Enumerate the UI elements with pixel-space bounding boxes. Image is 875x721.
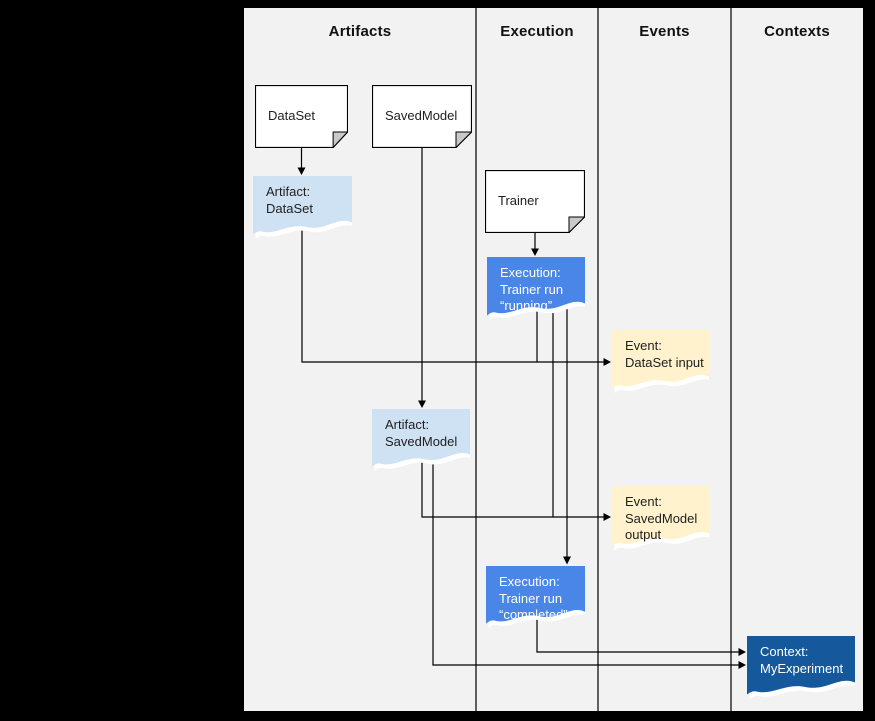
arrowhead-right — [738, 661, 746, 669]
flag-shape-icon — [372, 409, 470, 472]
arrowhead-down — [418, 400, 426, 408]
node-artifact-savedmodel: Artifact:SavedModel — [372, 409, 470, 474]
node-label: Event:DataSet input — [625, 338, 704, 370]
flag-shape-icon — [487, 257, 585, 320]
arrowhead-down — [297, 167, 306, 175]
node-savedmodel: SavedModel — [372, 85, 472, 148]
arrowhead-right — [738, 648, 746, 656]
node-label: Context:MyExperiment — [760, 644, 844, 676]
column-header-events: Events — [639, 22, 690, 40]
column-header-artifacts: Artifacts — [328, 22, 392, 40]
node-label: DataSet — [268, 107, 315, 123]
flag-shape-icon — [612, 330, 709, 393]
node-event-dataset-input: Event:DataSet input — [612, 330, 709, 396]
column-header-contexts: Contexts — [764, 22, 830, 40]
node-context-myexperiment: Context:MyExperiment — [747, 636, 855, 702]
document-shape-icon — [372, 85, 472, 148]
flag-shape-icon — [612, 486, 709, 551]
node-dataset: DataSet — [255, 85, 348, 148]
edge-artifact-savedmodel-to-event-output — [421, 456, 604, 518]
node-label: SavedModel — [385, 107, 458, 123]
arrowhead-down — [563, 556, 571, 565]
node-label: Artifact:DataSet — [266, 184, 313, 216]
edges-layer — [297, 8, 746, 711]
arrowhead-right — [603, 513, 611, 521]
node-label: Execution:Trainer run“completed” — [499, 574, 568, 622]
document-shape-icon — [485, 170, 585, 233]
column-header-execution: Execution — [500, 22, 574, 40]
node-execution-completed: Execution:Trainer run“completed” — [486, 566, 585, 631]
arrowhead-down — [531, 248, 539, 256]
flag-shape-icon — [747, 636, 855, 699]
edge-artifact-dataset-to-event-input — [301, 228, 604, 363]
edge-execution-completed-to-context — [536, 614, 739, 653]
arrowhead-right — [603, 358, 611, 366]
node-label: Trainer — [498, 192, 539, 208]
flag-shape-icon — [486, 566, 585, 629]
edge-artifact-savedmodel-to-context — [432, 456, 739, 666]
node-trainer: Trainer — [485, 170, 585, 233]
diagram-canvas: Artifacts Execution Events Contexts — [244, 8, 863, 711]
flag-shape-icon — [253, 176, 352, 239]
node-label: Artifact:SavedModel — [385, 417, 458, 449]
node-label: Execution:Trainer run“running” — [500, 265, 564, 313]
node-execution-running: Execution:Trainer run“running” — [487, 257, 585, 323]
node-artifact-dataset: Artifact:DataSet — [253, 176, 352, 242]
document-shape-icon — [255, 85, 348, 148]
